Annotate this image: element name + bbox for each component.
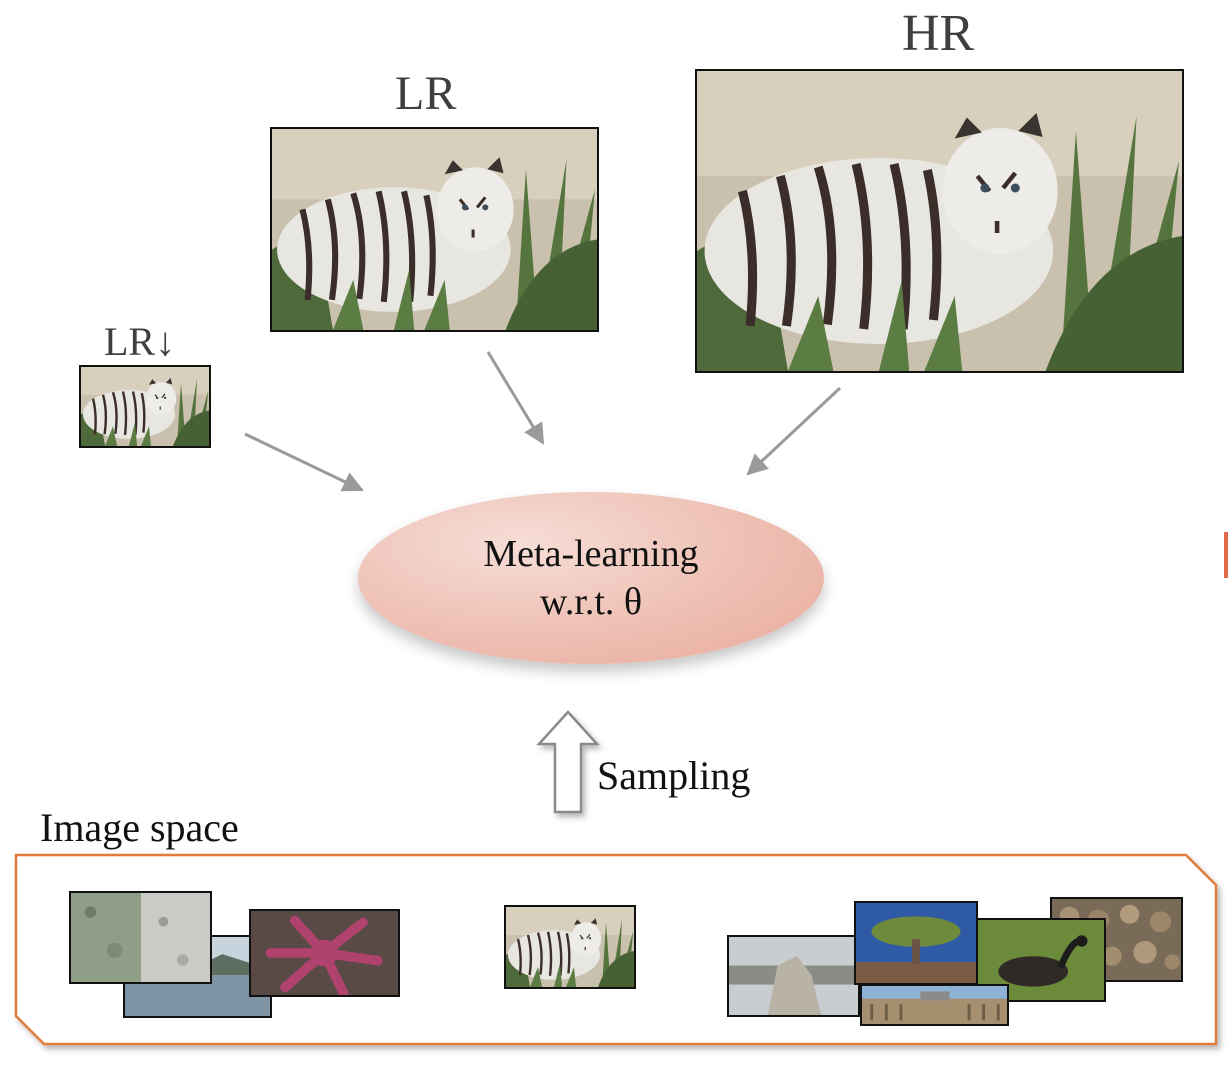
thumb-texture [69, 891, 212, 984]
thumb-building [860, 984, 1009, 1026]
hr-label: HR [902, 5, 975, 62]
lr-down-label: LR↓ [104, 319, 176, 364]
image-space-label: Image space [40, 805, 239, 850]
thumb-statue [727, 935, 860, 1017]
hr-image [695, 69, 1184, 373]
hollow-up-arrow-icon [536, 710, 600, 814]
tiger-image [697, 71, 1182, 371]
thumb-starfish [249, 909, 400, 997]
arrow-lr [486, 351, 545, 445]
tiger-image [81, 367, 209, 446]
thumb-tree [854, 901, 978, 985]
sampling-label: Sampling [597, 753, 751, 798]
meta-learning-line1: Meta-learning [483, 533, 699, 575]
meta-learning-text: Meta-learning w.r.t. θ [358, 530, 824, 626]
arrow-hr [746, 386, 842, 476]
tiger-image [272, 129, 597, 330]
thumb-tiger [504, 905, 636, 989]
lr-label: LR [395, 67, 457, 120]
lr-image [270, 127, 599, 332]
meta-learning-line2: w.r.t. θ [539, 581, 643, 623]
lr-down-image [79, 365, 211, 448]
edge-accent [1224, 532, 1228, 578]
meta-learning-ellipse [358, 492, 824, 664]
arrow-lr-down [244, 432, 364, 492]
